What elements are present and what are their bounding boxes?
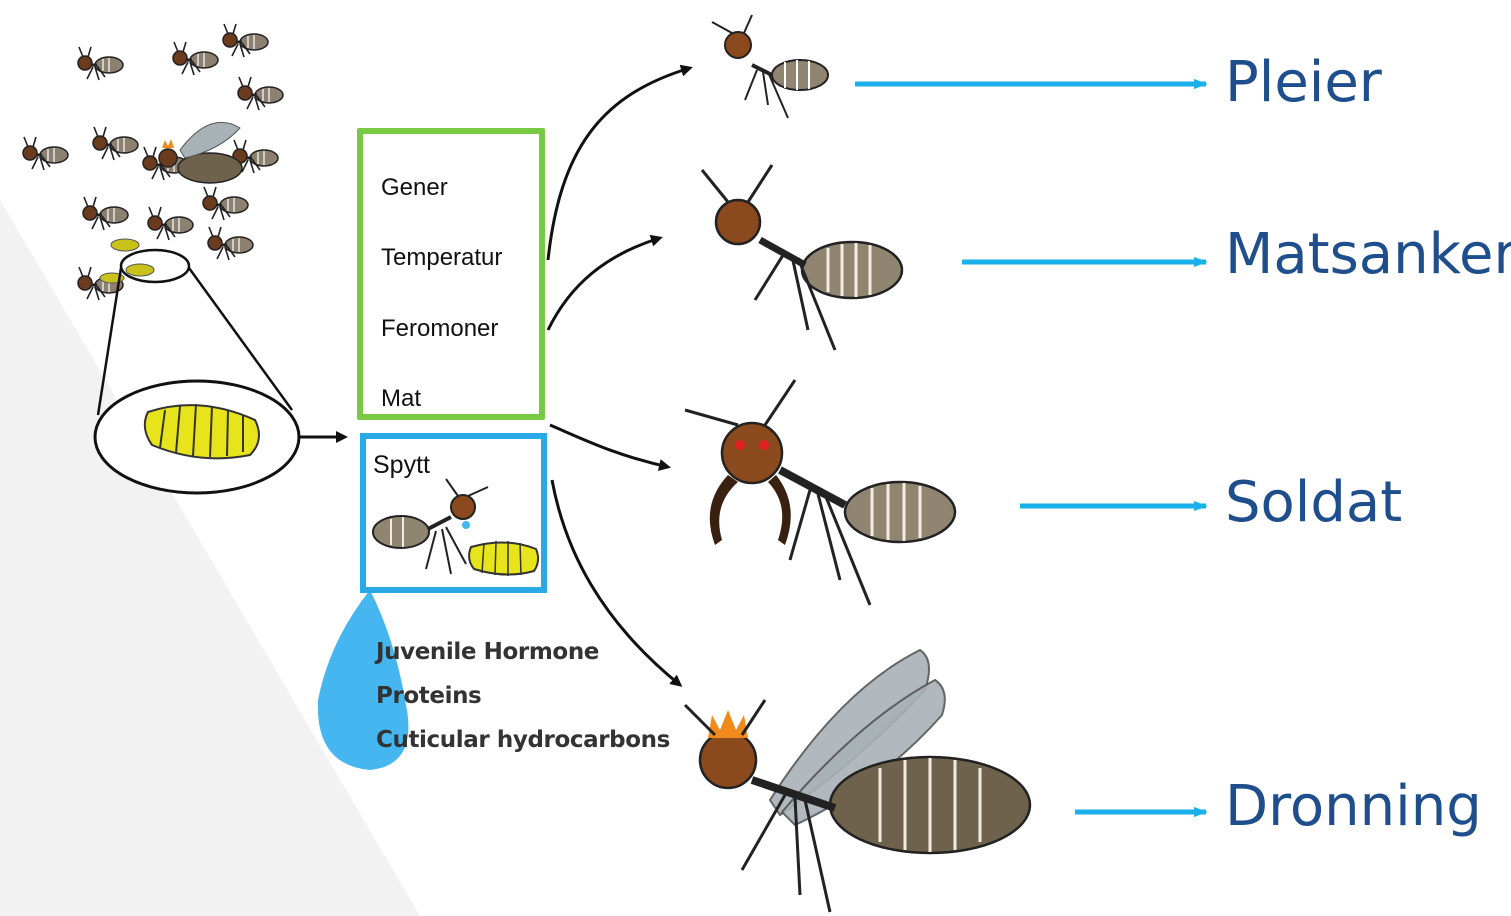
worker-ant-icon	[148, 207, 193, 240]
factor-pheromones: Feromoner	[381, 315, 498, 343]
caste-label-pleier: Pleier	[1225, 50, 1382, 115]
contents-item: Juvenile Hormone	[376, 630, 670, 674]
nurse-ant-icon	[712, 15, 828, 118]
queen-ant-icon	[685, 650, 1030, 912]
saliva-box: Spytt	[360, 433, 547, 593]
colony-cluster	[23, 24, 283, 300]
worker-ant-icon	[238, 77, 283, 110]
worker-ant-icon	[83, 197, 128, 230]
saliva-contents: Juvenile Hormone Proteins Cuticular hydr…	[376, 630, 670, 762]
feeding-ant-icon	[366, 439, 541, 587]
worker-ant-icon	[203, 187, 248, 220]
factor-temperature: Temperatur	[381, 244, 502, 272]
caste-label-matsanker: Matsanker	[1225, 222, 1511, 287]
worker-ant-icon	[78, 47, 123, 80]
arrow-to-pleier	[548, 68, 690, 260]
contents-item: Proteins	[376, 674, 670, 718]
caste-label-soldat: Soldat	[1225, 470, 1402, 535]
worker-ant-icon	[173, 42, 218, 75]
factors-box: Gener Temperatur Feromoner Mat	[357, 128, 545, 420]
forager-ant-icon	[702, 165, 902, 350]
worker-ant-icon	[223, 24, 268, 57]
factor-food: Mat	[381, 385, 421, 413]
arrow-to-matsanker	[548, 238, 660, 330]
arrow-to-soldat	[550, 425, 668, 467]
factor-genes: Gener	[381, 174, 448, 202]
colony-queen-icon	[159, 122, 242, 183]
caste-label-dronning: Dronning	[1225, 774, 1482, 839]
worker-ant-icon	[93, 127, 138, 160]
soldier-ant-icon	[685, 380, 955, 605]
worker-ant-icon	[23, 137, 68, 170]
contents-item: Cuticular hydrocarbons	[376, 718, 670, 762]
worker-ant-icon	[208, 227, 253, 260]
